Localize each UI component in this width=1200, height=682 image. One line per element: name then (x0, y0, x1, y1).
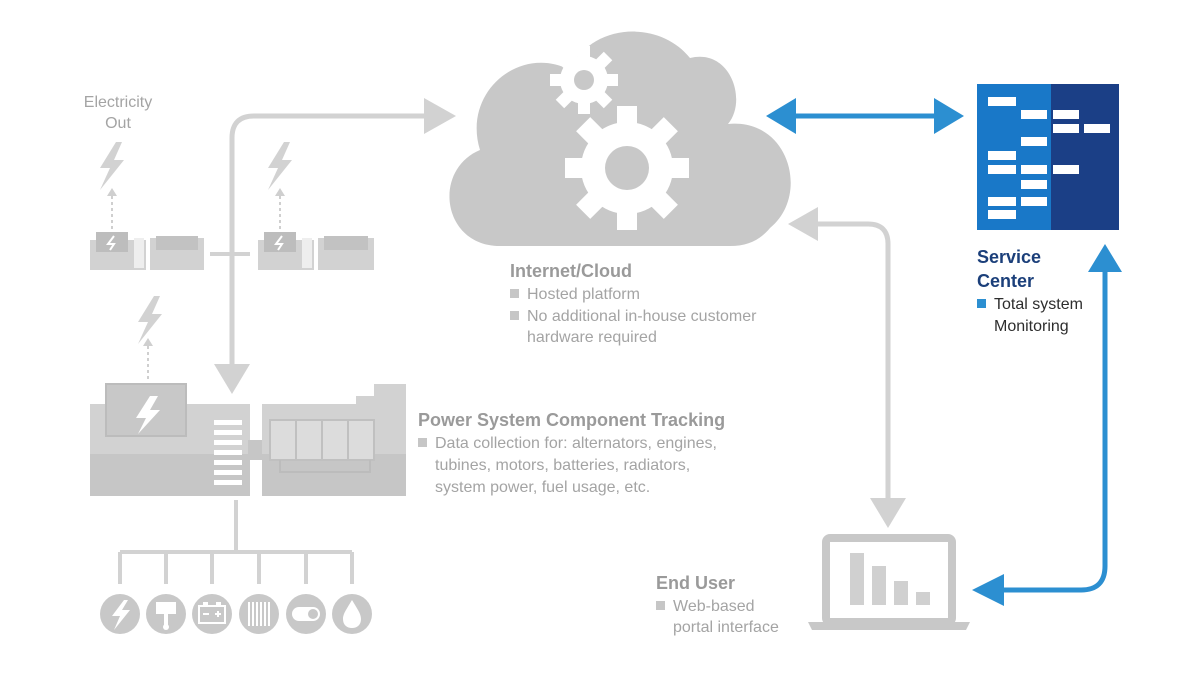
arrow-to-generator (214, 364, 250, 394)
cloud-bullet-2-cont: hardware required (527, 329, 657, 346)
cloud-service-connector (766, 98, 964, 134)
service-center-panel (977, 84, 1119, 230)
piston-icon (146, 594, 186, 634)
service-center-title-line2: Center (977, 271, 1035, 291)
electricity-out-line2: Out (105, 115, 131, 132)
cloud-bullet-2: No additional in-house customer (510, 306, 756, 327)
bullet-marker (418, 438, 427, 447)
power-tracking-line2: tubines, motors, batteries, radiators, (435, 457, 691, 474)
electricity-out-label: Electricity Out (60, 92, 176, 134)
generator-cloud-connector (229, 113, 428, 370)
service-center-bullet-cont: Monitoring (994, 318, 1069, 335)
service-center-title-line1: Service (977, 247, 1042, 267)
service-center-bullet: Total system (977, 294, 1083, 315)
lightning-icon (100, 142, 292, 344)
end-user-line2: portal interface (673, 619, 779, 636)
cloud-bullet-2-line1: No additional in-house customer (527, 308, 757, 325)
large-generator (90, 383, 406, 496)
end-user-bullet: Web-based (656, 596, 755, 617)
power-tracking-line3: system power, fuel usage, etc. (435, 479, 651, 496)
laptop-icon (808, 534, 970, 630)
bullet-marker (510, 289, 519, 298)
power-tracking-line1: Data collection for: alternators, engine… (435, 435, 717, 452)
large-gear-icon (565, 106, 689, 230)
end-user-line1: Web-based (673, 598, 755, 615)
power-tracking-title: Power System Component Tracking (418, 410, 726, 430)
service-enduser-connector (972, 244, 1122, 606)
arrow-to-cloud-right (788, 207, 818, 241)
bullet-marker (510, 311, 519, 320)
switch-icon (286, 594, 326, 634)
dotted-arrowheads (107, 188, 285, 346)
fuel-drop-icon (332, 594, 372, 634)
component-tree (118, 500, 354, 584)
cloud-enduser-connector (814, 221, 891, 502)
arrow-to-enduser (870, 498, 906, 528)
service-center-bullet-line1: Total system (994, 296, 1083, 313)
bullet-marker (656, 601, 665, 610)
power-tracking-bullet: Data collection for: alternators, engine… (418, 433, 717, 454)
lightning-icon (100, 594, 140, 634)
battery-icon (192, 594, 232, 634)
end-user-title: End User (656, 573, 736, 593)
cloud-bullet-1: Hosted platform (510, 284, 640, 305)
small-generator-left (90, 232, 204, 270)
small-generator-right (258, 232, 374, 270)
bullet-marker (977, 299, 986, 308)
cloud-bullet-1-text: Hosted platform (527, 286, 640, 303)
electricity-out-line1: Electricity (83, 94, 153, 111)
dotted-output-lines (111, 196, 281, 380)
cloud-title: Internet/Cloud (510, 261, 632, 281)
arrow-to-cloud (424, 98, 456, 134)
small-gear-icon (550, 46, 618, 114)
radiator-icon (239, 594, 279, 634)
